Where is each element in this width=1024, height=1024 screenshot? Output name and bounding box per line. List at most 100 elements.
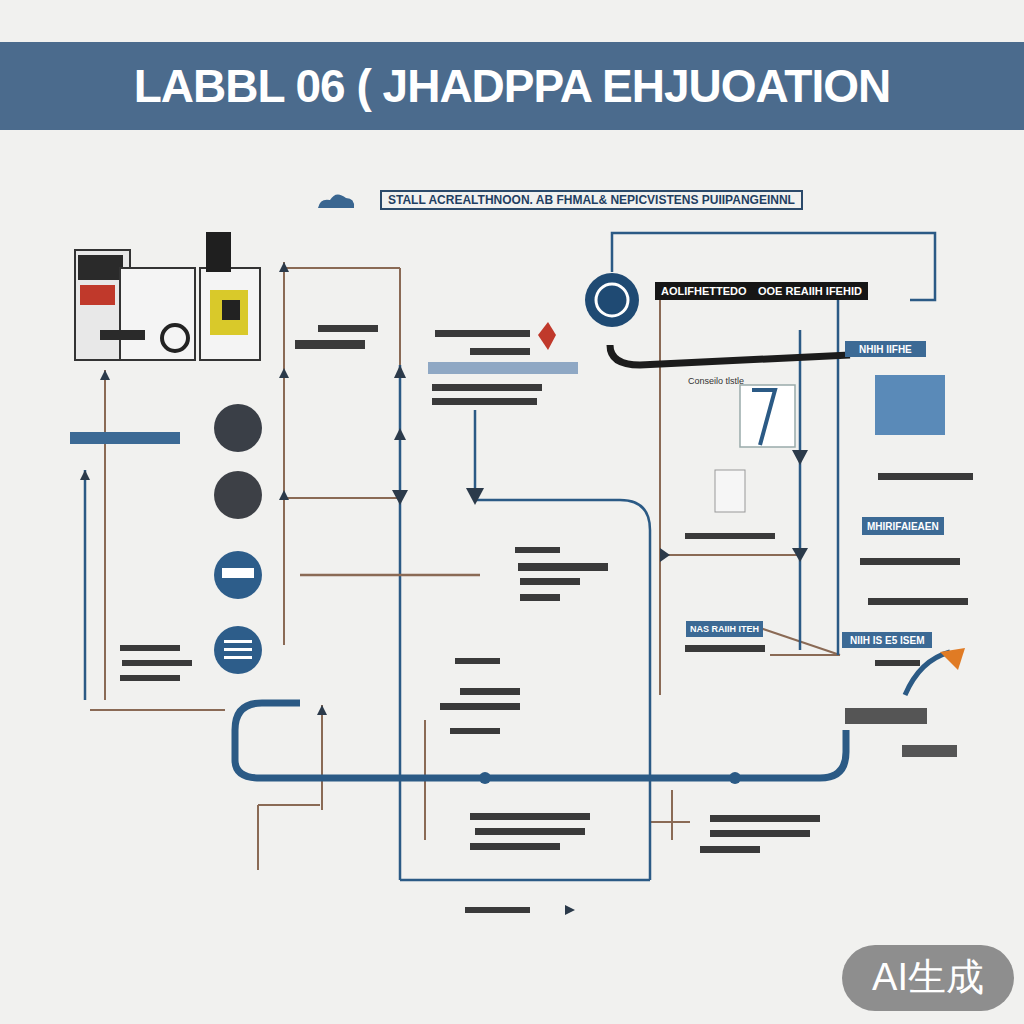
scribble-text bbox=[120, 645, 180, 651]
flow-line bbox=[612, 233, 935, 300]
pipe bbox=[610, 345, 850, 365]
machine-part bbox=[80, 285, 115, 305]
scribble-text bbox=[440, 703, 520, 710]
flow-line bbox=[284, 497, 400, 499]
scribble-text bbox=[450, 728, 500, 734]
scribble-text bbox=[518, 563, 608, 571]
scribble-text bbox=[868, 598, 968, 605]
scribble-text bbox=[432, 384, 542, 391]
scribble-text bbox=[318, 325, 378, 332]
scribble-text bbox=[470, 843, 560, 850]
pipe-joint bbox=[729, 772, 741, 784]
valve-mark bbox=[466, 488, 484, 505]
machine-part bbox=[210, 290, 248, 335]
round-icon bbox=[214, 626, 262, 674]
flow-line bbox=[321, 705, 323, 810]
machine-part bbox=[120, 268, 195, 360]
machine-dial bbox=[162, 325, 188, 351]
watermark: AI生成 bbox=[842, 952, 1014, 1003]
flow-line bbox=[300, 574, 480, 577]
arrow-head bbox=[279, 368, 289, 378]
machine-part bbox=[100, 330, 145, 340]
machine-part bbox=[200, 268, 260, 360]
tag-text: AOLIFHETTEDO bbox=[661, 285, 747, 297]
flow-line bbox=[660, 554, 800, 556]
round-icon-mark bbox=[224, 648, 252, 651]
accent-icon bbox=[940, 648, 965, 670]
scribble-text bbox=[710, 830, 810, 837]
arrow-head bbox=[394, 428, 406, 440]
arrow-head bbox=[660, 548, 670, 562]
round-icon bbox=[214, 471, 262, 519]
scribble-text bbox=[475, 828, 585, 835]
arrow-head bbox=[565, 905, 575, 915]
valve-mark bbox=[792, 450, 808, 465]
title-text: LABBL 06 ( JHADPPA EHJUOATION bbox=[0, 42, 1024, 130]
round-icon bbox=[585, 273, 639, 327]
round-icon-mark bbox=[596, 284, 628, 316]
tag-box: MHIRIFAIEAEN bbox=[862, 517, 944, 535]
flow-line bbox=[671, 790, 673, 840]
scribble-text bbox=[860, 558, 960, 565]
round-icon bbox=[214, 551, 262, 599]
flow-line bbox=[770, 654, 840, 656]
flow-line bbox=[399, 365, 402, 880]
pipe bbox=[235, 703, 846, 778]
title-band bbox=[0, 42, 1024, 130]
scribble-text bbox=[432, 398, 537, 405]
scribble-text bbox=[520, 594, 560, 601]
tag-box: AOLIFHETTEDO bbox=[655, 282, 753, 300]
flow-line bbox=[659, 300, 661, 695]
arrow-head bbox=[394, 365, 406, 378]
valve-mark bbox=[792, 548, 808, 562]
arrow-head bbox=[317, 705, 327, 715]
scribble-text bbox=[878, 473, 973, 480]
document-icon bbox=[740, 385, 795, 447]
round-icon bbox=[214, 404, 262, 452]
tag-text: NIIH IS E5 ISEM bbox=[850, 635, 924, 646]
tag-text: NHIH IIFHE bbox=[859, 344, 912, 355]
scribble-text bbox=[295, 340, 365, 349]
flow-line bbox=[90, 709, 225, 711]
flow-line bbox=[258, 804, 320, 806]
scribble-text bbox=[460, 688, 520, 695]
flow-line bbox=[650, 821, 690, 823]
scribble-text bbox=[120, 675, 180, 681]
note-text: Conseilo tlstle bbox=[688, 376, 744, 386]
tag-bar bbox=[428, 362, 578, 374]
tag-bar bbox=[70, 432, 180, 444]
tag-text: OOE REAIIH IFEHID bbox=[758, 285, 862, 297]
tag-text: NAS RAIIH ITEH bbox=[690, 624, 759, 634]
round-icon-mark bbox=[222, 568, 254, 578]
scribble-text bbox=[685, 645, 765, 652]
valve-mark bbox=[392, 490, 408, 505]
flow-line bbox=[283, 262, 285, 645]
photo-thumb bbox=[875, 375, 945, 435]
arrow-head bbox=[100, 370, 110, 380]
scribble-text bbox=[122, 660, 192, 666]
flow-line bbox=[474, 410, 477, 500]
arrow-head bbox=[80, 470, 90, 480]
round-icon-mark bbox=[224, 656, 252, 659]
document-icon bbox=[752, 390, 775, 445]
grid-icon bbox=[715, 470, 745, 512]
round-icon-mark bbox=[224, 640, 252, 643]
watermark-pill bbox=[842, 945, 1014, 1011]
spark-icon bbox=[538, 322, 556, 350]
tag-box: OOE REAIIH IFEHID bbox=[752, 282, 868, 300]
flow-line bbox=[400, 879, 650, 882]
arrow-head bbox=[279, 262, 289, 272]
tag-box: NAS RAIIH ITEH bbox=[686, 621, 763, 637]
flow-line bbox=[84, 470, 86, 700]
tag-text: STALL ACREALTHNOON. AB FHMAL& NEPICVISTE… bbox=[388, 193, 795, 207]
scribble-text bbox=[470, 813, 590, 820]
scribble-text bbox=[520, 578, 580, 585]
flow-line bbox=[799, 330, 802, 650]
scribble-text bbox=[710, 815, 820, 822]
scribble-text bbox=[465, 907, 530, 913]
tag-text: MHIRIFAIEAEN bbox=[867, 521, 939, 532]
subtitle-box: STALL ACREALTHNOON. AB FHMAL& NEPICVISTE… bbox=[380, 190, 803, 210]
scribble-text bbox=[435, 330, 530, 337]
